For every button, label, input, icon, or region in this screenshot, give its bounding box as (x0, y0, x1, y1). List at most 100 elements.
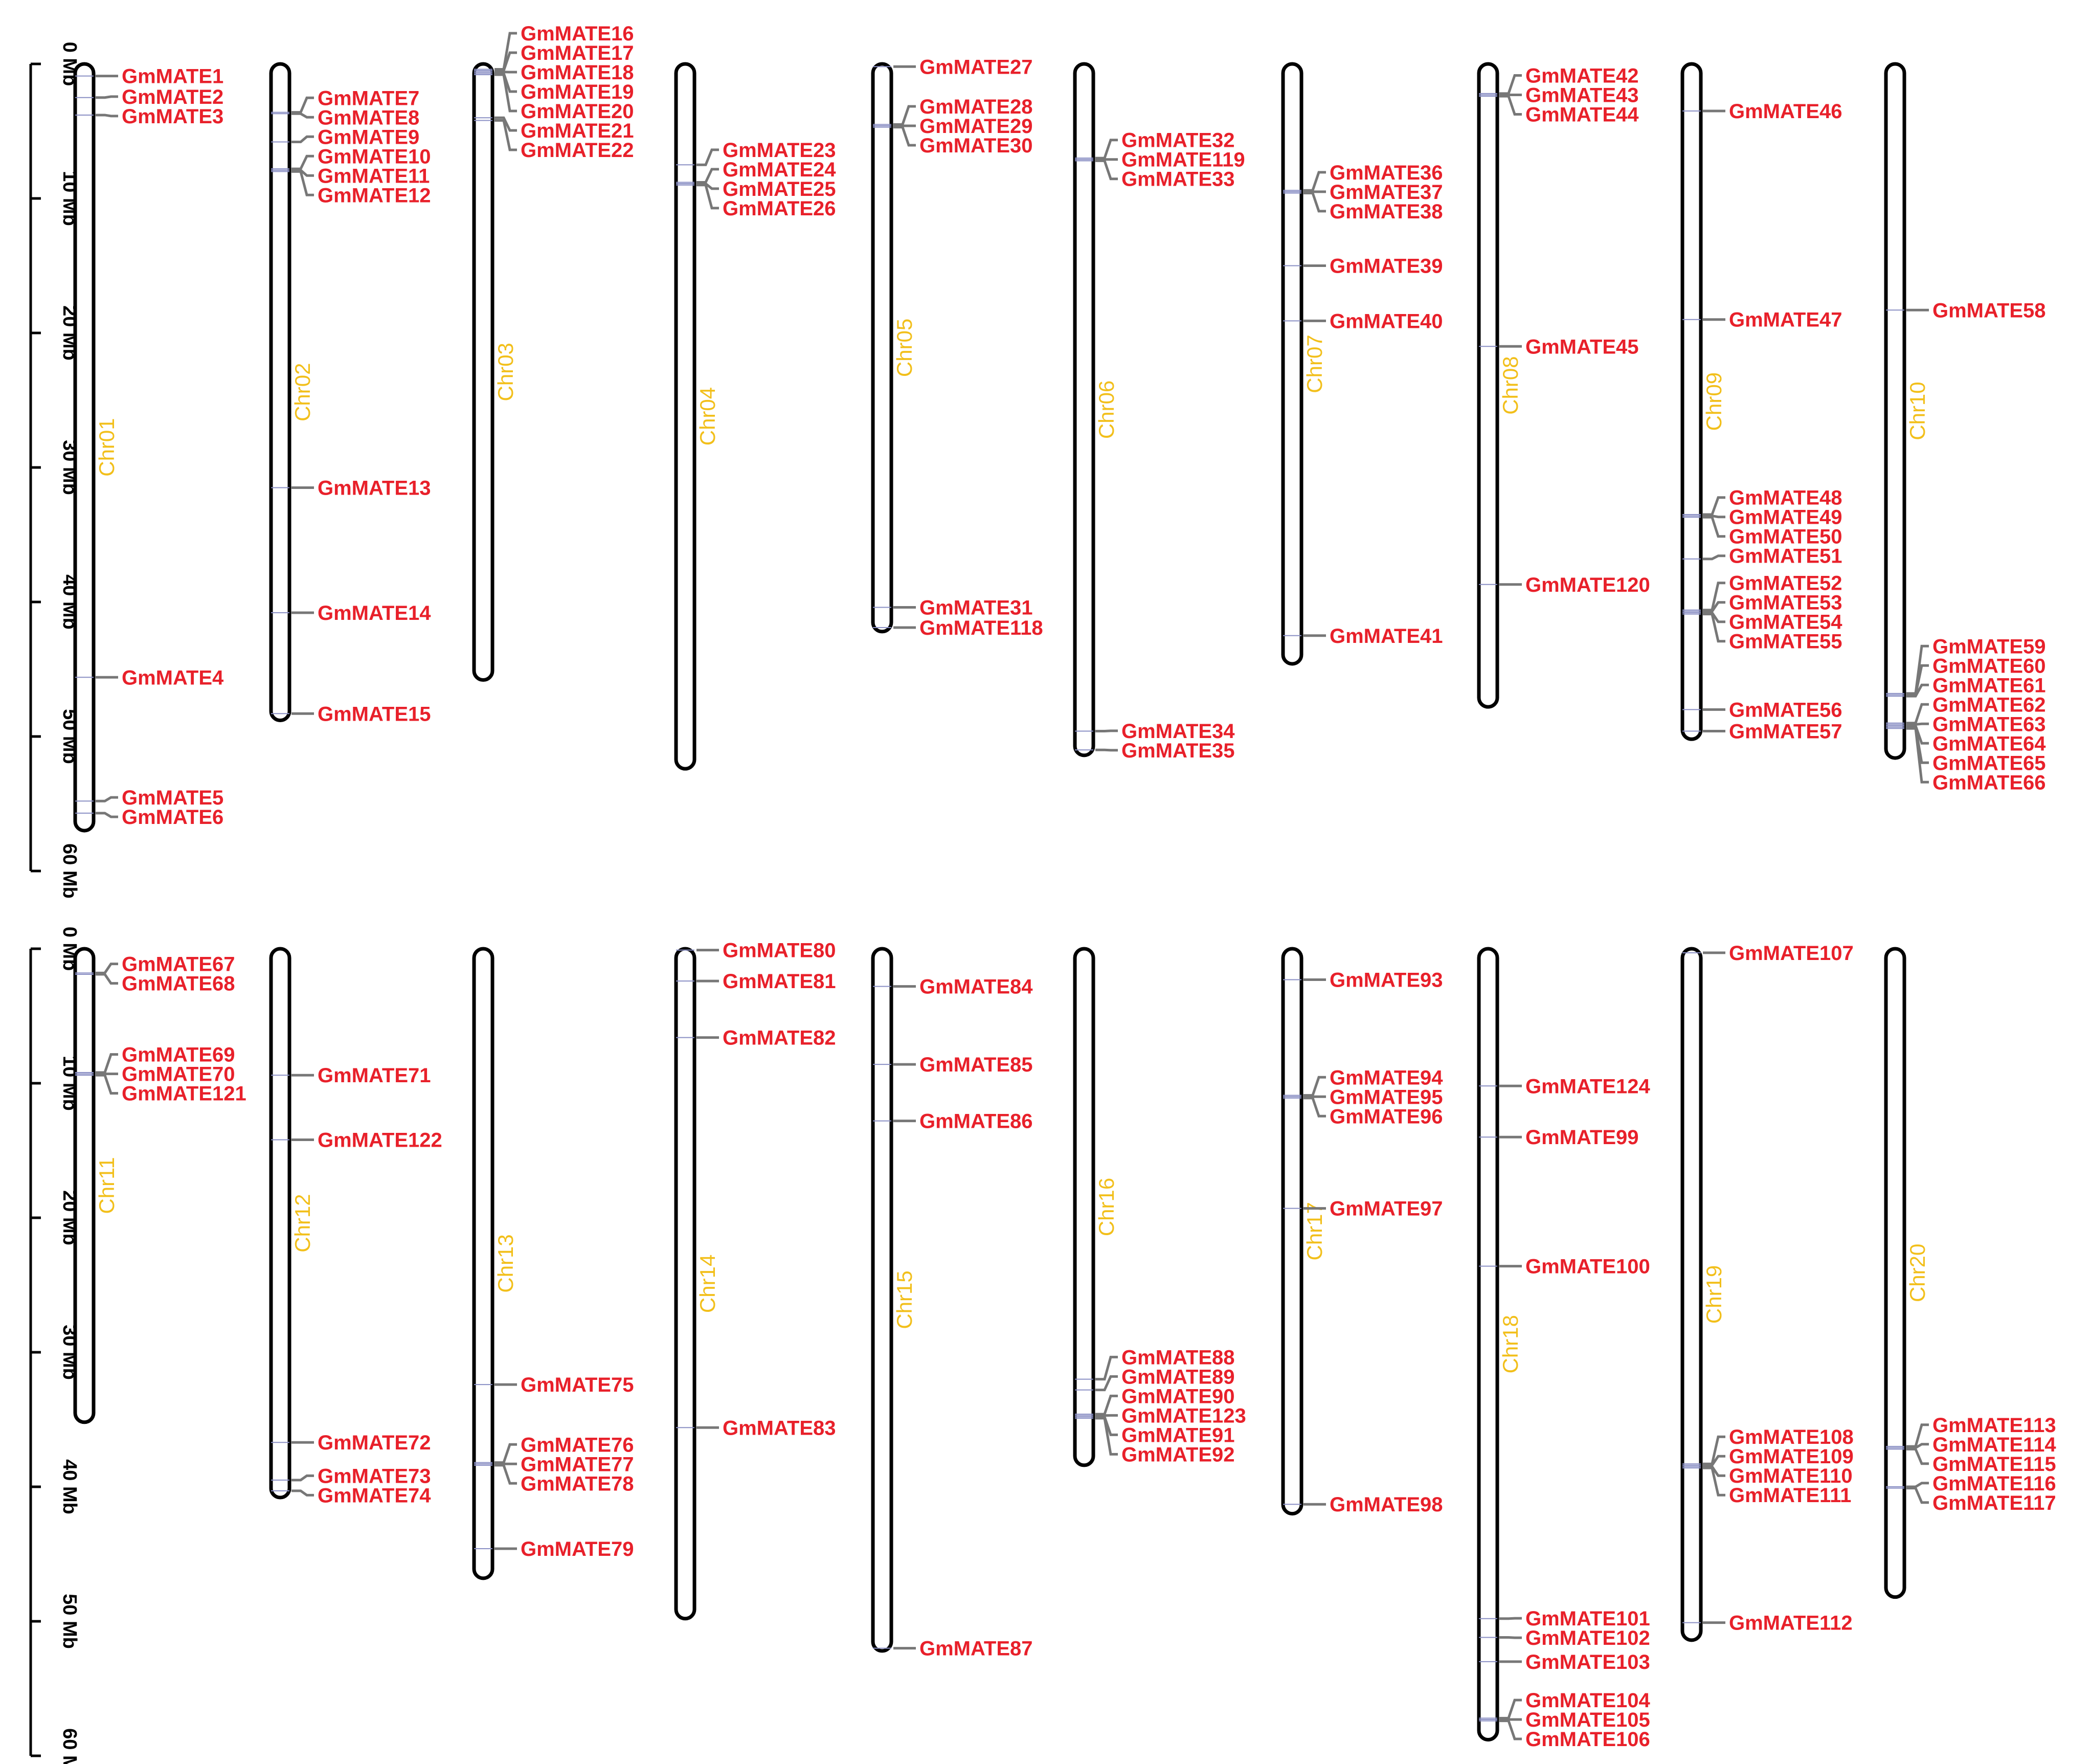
gene-leader-line (494, 72, 517, 93)
chromosome-bar (269, 947, 291, 1500)
chromosome-chr08: Chr08GmMATE42GmMATE43GmMATE44GmMATE45GmM… (1477, 62, 1650, 709)
gene-leader-line (1906, 664, 1929, 696)
gene-leader-line (291, 154, 314, 170)
chromosome-bar (1680, 947, 1703, 1642)
gene-label: GmMATE122 (318, 1129, 442, 1151)
gene-label: GmMATE17 (521, 42, 634, 64)
gene-label: GmMATE108 (1729, 1426, 1854, 1448)
gene-label: GmMATE23 (723, 139, 836, 162)
gene-label: GmMATE47 (1729, 309, 1842, 331)
gene-label: GmMATE33 (1121, 168, 1235, 191)
gene-leader-line (1499, 1720, 1522, 1740)
gene-label: GmMATE100 (1525, 1256, 1650, 1278)
chromosome-chr16: Chr16GmMATE88GmMATE89GmMATE90GmMATE123Gm… (1073, 947, 1246, 1467)
gene-leader-line (696, 184, 719, 210)
chromosome-label: Chr12 (290, 1194, 314, 1252)
gene-label: GmMATE102 (1525, 1627, 1650, 1649)
gene-leader-line (291, 170, 314, 196)
gene-leader-line (291, 1474, 314, 1482)
chromosome-bar (871, 947, 893, 1653)
gene-leader-line (494, 116, 517, 132)
gene-leader-line (1703, 601, 1725, 613)
chromosome-label: Chr16 (1094, 1178, 1118, 1236)
gene-label: GmMATE118 (919, 617, 1043, 639)
chromosome-chr06: Chr06GmMATE32GmMATE119GmMATE33GmMATE34Gm… (1073, 62, 1245, 762)
gene-label: GmMATE50 (1729, 526, 1842, 548)
chromosome-chr07: Chr07GmMATE36GmMATE37GmMATE38GmMATE39GmM… (1281, 62, 1443, 666)
gene-label: GmMATE77 (521, 1453, 634, 1476)
gene-leader-line (291, 135, 314, 144)
gene-leader-line (1303, 171, 1326, 192)
gene-label: GmMATE42 (1525, 64, 1639, 87)
gene-leader-line (1095, 1375, 1118, 1392)
gene-leader-line (96, 1053, 118, 1074)
gene-leader-line (291, 96, 314, 114)
chromosome-chr17: Chr17GmMATE93GmMATE94GmMATE95GmMATE96GmM… (1281, 947, 1443, 1516)
chromosome-bar (1680, 62, 1703, 741)
gene-label: GmMATE76 (521, 1434, 634, 1456)
gene-leader-line (1906, 1487, 1929, 1504)
gene-leader-line (696, 182, 719, 190)
gene-label: GmMATE86 (919, 1110, 1033, 1133)
gene-leader-line (494, 1443, 517, 1464)
scale-tick-label: 60 Mb (59, 1728, 80, 1764)
gene-leader-line (696, 148, 719, 166)
gene-label: GmMATE75 (521, 1374, 634, 1396)
gene-leader-line (1499, 74, 1522, 95)
gene-label: GmMATE7 (318, 87, 419, 109)
chromosome-label: Chr13 (493, 1234, 518, 1292)
gene-label: GmMATE66 (1932, 771, 2046, 794)
chromosome-chr02: Chr02GmMATE7GmMATE8GmMATE9GmMATE10GmMATE… (269, 62, 431, 725)
chromosome-chr05: Chr05GmMATE27GmMATE28GmMATE29GmMATE30GmM… (871, 56, 1043, 639)
gene-label: GmMATE97 (1330, 1198, 1443, 1220)
gene-label: GmMATE34 (1121, 720, 1235, 743)
gene-leader-line (96, 963, 118, 974)
gene-label: GmMATE98 (1330, 1493, 1443, 1516)
gene-leader-line (291, 169, 314, 177)
gene-label: GmMATE36 (1330, 162, 1443, 184)
gene-label: GmMATE103 (1525, 1651, 1650, 1673)
gene-leader-line (1906, 1482, 1929, 1488)
chromosome-bar (871, 62, 893, 634)
gene-leader-line (494, 51, 517, 72)
gene-label: GmMATE105 (1525, 1709, 1650, 1731)
gene-label: GmMATE63 (1932, 713, 2046, 735)
gene-label: GmMATE54 (1729, 611, 1842, 634)
gene-label: GmMATE82 (723, 1027, 836, 1050)
gene-leader-line (291, 112, 314, 119)
chromosome-label: Chr07 (1302, 334, 1326, 393)
gene-label: GmMATE19 (521, 81, 634, 103)
gene-leader-line (96, 95, 118, 99)
gene-leader-line (1703, 515, 1725, 519)
gene-leader-line (1906, 1443, 1929, 1449)
gene-leader-line (1906, 703, 1929, 725)
gene-leader-line (96, 1074, 118, 1095)
gene-label: GmMATE89 (1121, 1366, 1235, 1388)
chromosome-chr01: Chr01GmMATE1GmMATE2GmMATE3GmMATE4GmMATE5… (73, 62, 224, 833)
gene-label: GmMATE69 (122, 1044, 235, 1066)
gene-label: GmMATE13 (318, 477, 431, 499)
chromosome-chr18: Chr18GmMATE124GmMATE99GmMATE100GmMATE101… (1477, 947, 1651, 1751)
chromosome-bar (472, 947, 494, 1580)
gene-label: GmMATE44 (1525, 103, 1639, 126)
chromosome-panel: Chr01GmMATE1GmMATE2GmMATE3GmMATE4GmMATE5… (73, 23, 2056, 1751)
gene-label: GmMATE84 (919, 976, 1033, 998)
chromosome-label: Chr01 (95, 418, 119, 476)
gene-leader-line (1303, 1076, 1326, 1097)
gene-leader-line (1906, 644, 1929, 695)
gene-leader-line (1703, 1466, 1725, 1497)
gene-label: GmMATE78 (521, 1472, 634, 1495)
gene-label: GmMATE65 (1932, 752, 2046, 774)
chromosome-label: Chr06 (1094, 381, 1118, 439)
gene-label: GmMATE71 (318, 1064, 431, 1087)
gene-label: GmMATE56 (1729, 699, 1842, 721)
gene-label: GmMATE38 (1330, 200, 1443, 223)
gene-label: GmMATE24 (723, 159, 836, 181)
chromosome-label: Chr03 (493, 343, 518, 401)
gene-leader-line (1703, 1435, 1725, 1465)
gene-leader-line (494, 73, 517, 113)
gene-label: GmMATE96 (1330, 1105, 1443, 1128)
gene-label: GmMATE20 (521, 100, 634, 123)
gene-label: GmMATE45 (1525, 336, 1639, 358)
